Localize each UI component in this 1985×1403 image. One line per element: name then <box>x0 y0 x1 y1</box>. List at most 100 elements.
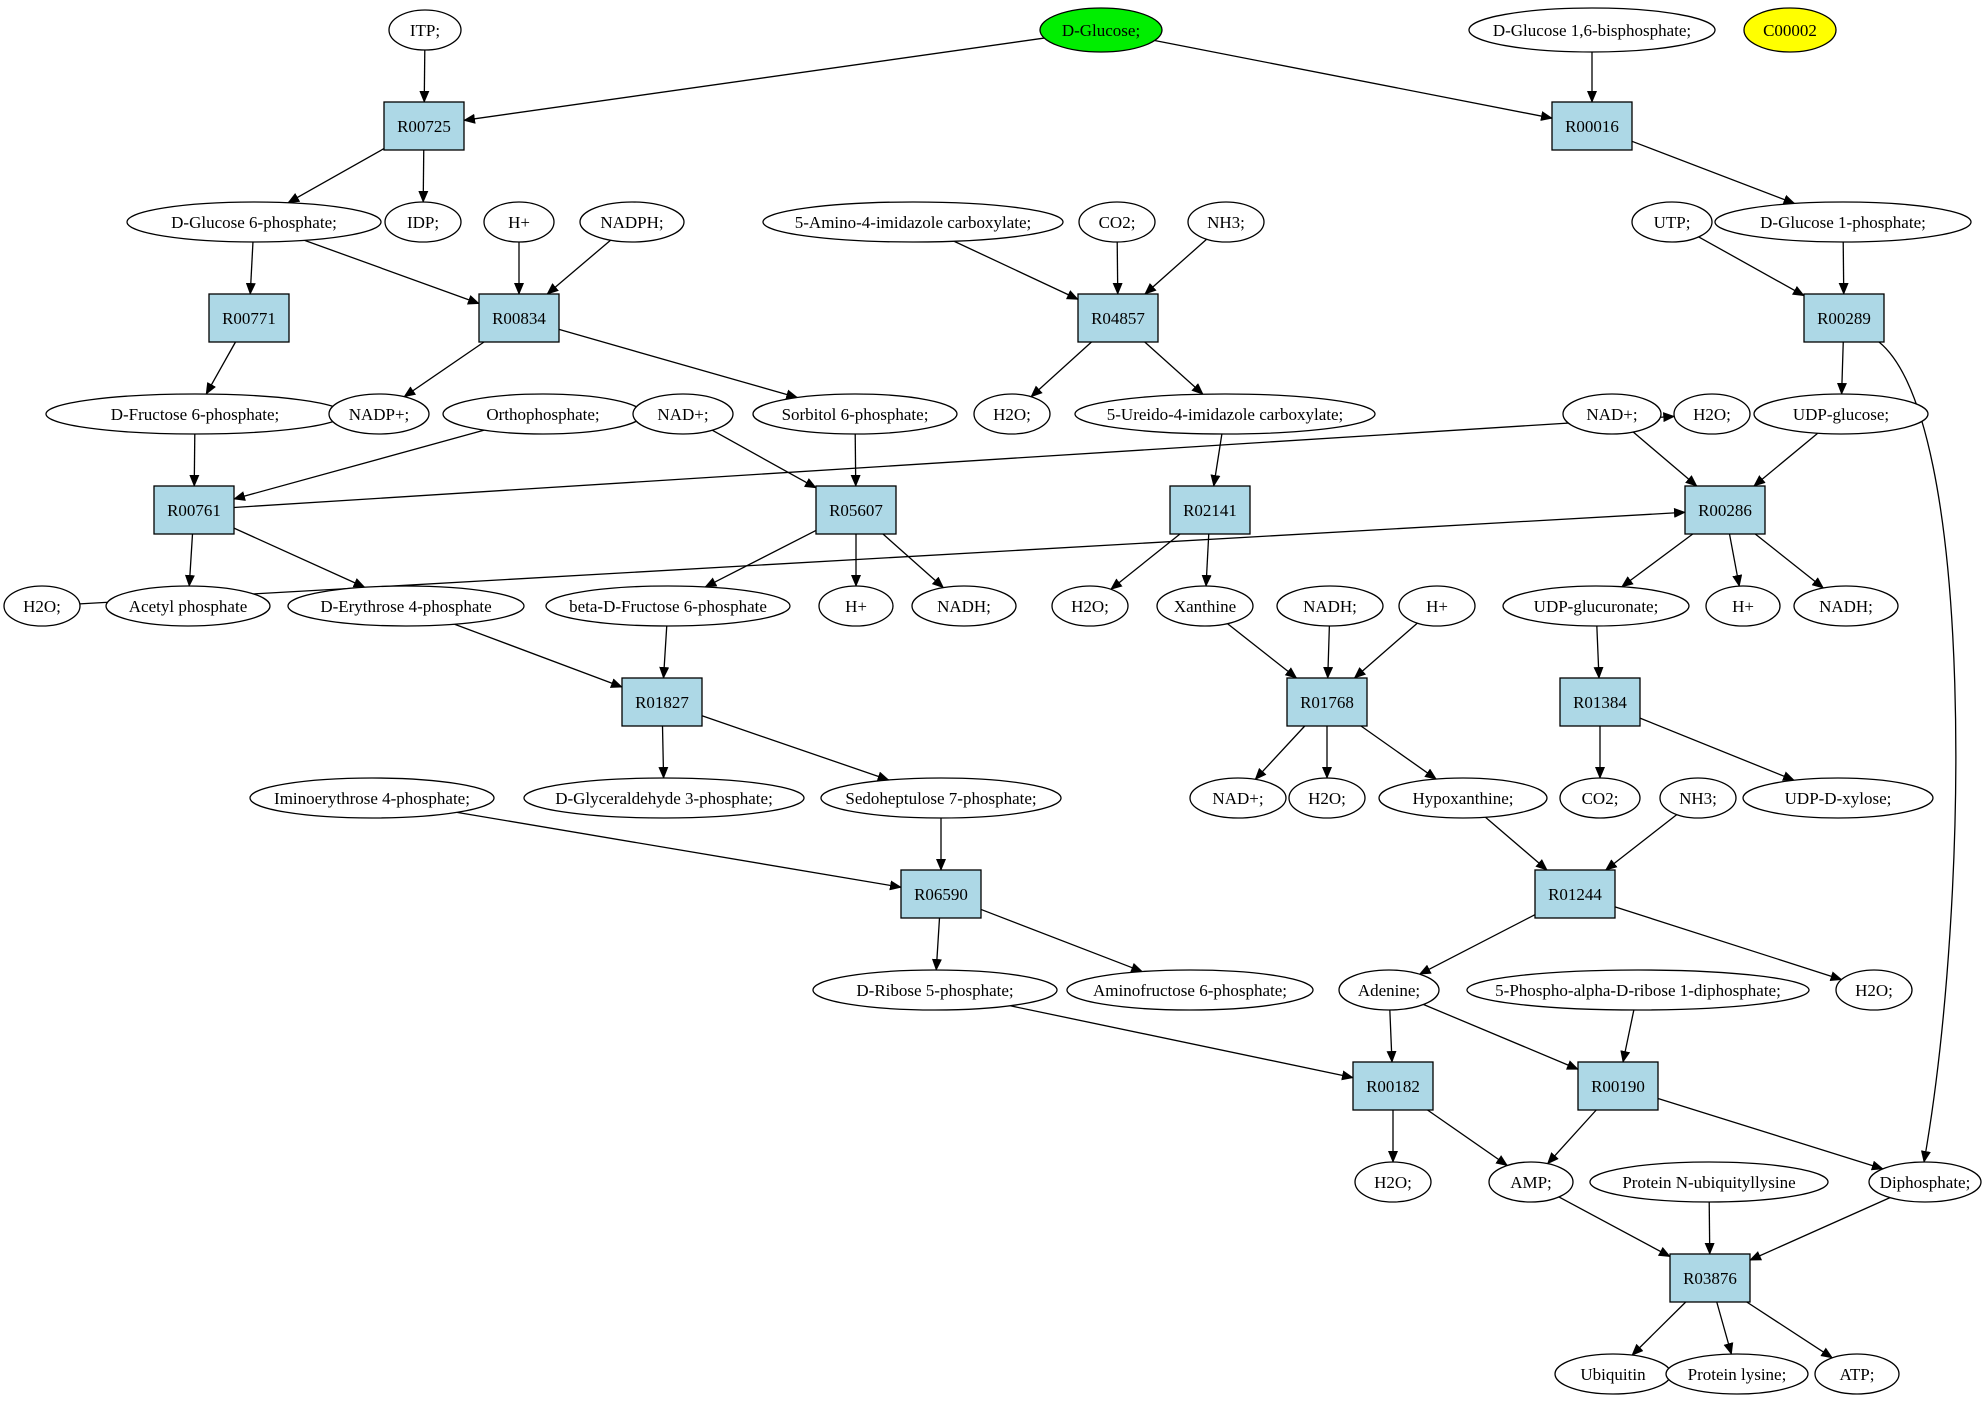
reaction-R05607[interactable]: R05607 <box>815 485 897 535</box>
reaction-R01827[interactable]: R01827 <box>621 677 703 727</box>
reaction-R00190[interactable]: R00190 <box>1577 1061 1659 1111</box>
compound-s6p[interactable]: Sorbitol 6-phosphate; <box>752 393 958 435</box>
reaction-R06590[interactable]: R06590 <box>900 869 982 919</box>
compound-ellipse <box>762 201 1064 243</box>
compound-nad1[interactable]: NAD+; <box>632 393 734 435</box>
reaction-box <box>153 485 235 535</box>
reaction-R00725[interactable]: R00725 <box>383 101 465 151</box>
compound-h2oc[interactable]: H2O; <box>3 585 81 627</box>
reaction-R01244[interactable]: R01244 <box>1534 869 1616 919</box>
compound-hplus2[interactable]: H+ <box>818 585 894 627</box>
compound-pnu[interactable]: Protein N-ubiquityllysine <box>1589 1161 1829 1203</box>
reaction-R00834[interactable]: R00834 <box>478 293 560 343</box>
compound-glc[interactable]: D-Glucose; <box>1039 7 1163 53</box>
reaction-R00761[interactable]: R00761 <box>153 485 235 535</box>
edge-nh3a-to-R04857 <box>1144 238 1208 295</box>
reaction-R00289[interactable]: R00289 <box>1803 293 1885 343</box>
compound-nadh1[interactable]: NADH; <box>911 585 1017 627</box>
compound-g1p[interactable]: D-Glucose 1-phosphate; <box>1714 201 1972 243</box>
compound-h2of[interactable]: H2O; <box>1835 969 1913 1011</box>
compound-h2oe[interactable]: H2O; <box>1288 777 1366 819</box>
compound-nadh3[interactable]: NADH; <box>1793 585 1899 627</box>
reaction-R00182[interactable]: R00182 <box>1352 1061 1434 1111</box>
compound-h2oa[interactable]: H2O; <box>973 393 1051 435</box>
reaction-R00771[interactable]: R00771 <box>208 293 290 343</box>
reaction-box <box>1577 1061 1659 1111</box>
compound-r5p[interactable]: D-Ribose 5-phosphate; <box>812 969 1058 1011</box>
compound-nh3a[interactable]: NH3; <box>1187 201 1265 243</box>
compound-e4p[interactable]: D-Erythrose 4-phosphate <box>287 585 525 627</box>
reaction-R02141[interactable]: R02141 <box>1169 485 1251 535</box>
reaction-R00286[interactable]: R00286 <box>1684 485 1766 535</box>
compound-ellipse <box>579 201 685 243</box>
compound-itp[interactable]: ITP; <box>388 9 462 51</box>
reaction-R01768[interactable]: R01768 <box>1286 677 1368 727</box>
compound-hplus4[interactable]: H+ <box>1705 585 1781 627</box>
compound-h2og[interactable]: H2O; <box>1354 1161 1432 1203</box>
compound-nadh2[interactable]: NADH; <box>1276 585 1384 627</box>
edge-R04857-to-uic <box>1144 341 1204 395</box>
edge-R00725-to-g6p <box>287 148 385 204</box>
compound-nh3b[interactable]: NH3; <box>1659 777 1737 819</box>
compound-ellipse <box>1589 1161 1829 1203</box>
compound-hyp[interactable]: Hypoxanthine; <box>1378 777 1548 819</box>
reaction-label: R00016 <box>1565 117 1619 136</box>
compound-nad3[interactable]: NAD+; <box>1189 777 1287 819</box>
edge-co2a-to-R04857 <box>1112 241 1123 295</box>
reaction-label: R00286 <box>1698 501 1752 520</box>
compound-hplus3[interactable]: H+ <box>1398 585 1476 627</box>
compound-label: NAD+; <box>1212 789 1263 808</box>
compound-uic[interactable]: 5-Ureido-4-imidazole carboxylate; <box>1074 393 1376 435</box>
compound-aic[interactable]: 5-Amino-4-imidazole carboxylate; <box>762 201 1064 243</box>
compound-utp[interactable]: UTP; <box>1631 201 1713 243</box>
compound-orthop[interactable]: Orthophosphate; <box>442 393 644 435</box>
reaction-R03876[interactable]: R03876 <box>1669 1253 1751 1303</box>
compound-g16bp[interactable]: D-Glucose 1,6-bisphosphate; <box>1468 7 1716 53</box>
compound-g6p[interactable]: D-Glucose 6-phosphate; <box>126 201 382 243</box>
compound-label: Iminoerythrose 4-phosphate; <box>274 789 470 808</box>
compound-xan[interactable]: Xanthine <box>1156 585 1254 627</box>
compound-hplus1[interactable]: H+ <box>483 201 555 243</box>
compound-ubq[interactable]: Ubiquitin <box>1554 1353 1672 1395</box>
reaction-R04857[interactable]: R04857 <box>1077 293 1159 343</box>
compound-atp[interactable]: ATP; <box>1814 1353 1900 1395</box>
reaction-R00016[interactable]: R00016 <box>1551 101 1633 151</box>
compound-acp[interactable]: Acetyl phosphate <box>105 585 271 627</box>
edge-R00190-to-dip <box>1657 1097 1884 1171</box>
compound-co2b[interactable]: CO2; <box>1559 777 1641 819</box>
compound-label: beta-D-Fructose 6-phosphate <box>569 597 767 616</box>
edge-dip-to-R03876 <box>1749 1197 1891 1261</box>
compound-udpgl[interactable]: UDP-glucuronate; <box>1502 585 1690 627</box>
compound-ie4p[interactable]: Iminoerythrose 4-phosphate; <box>249 777 495 819</box>
compound-idp[interactable]: IDP; <box>384 201 462 243</box>
compound-prpp[interactable]: 5-Phospho-alpha-D-ribose 1-diphosphate; <box>1466 969 1810 1011</box>
compound-bf6p[interactable]: beta-D-Fructose 6-phosphate <box>545 585 791 627</box>
compound-ellipse <box>820 777 1062 819</box>
compound-amp[interactable]: AMP; <box>1488 1161 1574 1203</box>
compound-h2ob[interactable]: H2O; <box>1673 393 1751 435</box>
compound-label: UDP-glucuronate; <box>1534 597 1659 616</box>
compound-gap[interactable]: D-Glyceraldehyde 3-phosphate; <box>523 777 805 819</box>
compound-udpg[interactable]: UDP-glucose; <box>1753 393 1929 435</box>
compound-nadph[interactable]: NADPH; <box>579 201 685 243</box>
reaction-R01384[interactable]: R01384 <box>1559 677 1641 727</box>
compound-label: 5-Phospho-alpha-D-ribose 1-diphosphate; <box>1495 981 1781 1000</box>
edge-g6p-to-R00771 <box>245 241 256 295</box>
compound-nadp[interactable]: NADP+; <box>328 393 430 435</box>
reaction-box <box>1534 869 1616 919</box>
compound-af6p[interactable]: Aminofructose 6-phosphate; <box>1066 969 1314 1011</box>
compound-label: NH3; <box>1207 213 1245 232</box>
compound-udpx[interactable]: UDP-D-xylose; <box>1742 777 1934 819</box>
edge-amp-to-R03876 <box>1558 1196 1671 1258</box>
compound-ellipse <box>1835 969 1913 1011</box>
compound-plys[interactable]: Protein lysine; <box>1665 1353 1809 1395</box>
compound-ade[interactable]: Adenine; <box>1338 969 1440 1011</box>
compound-co2a[interactable]: CO2; <box>1078 201 1156 243</box>
compound-h2od[interactable]: H2O; <box>1051 585 1129 627</box>
compound-s7p[interactable]: Sedoheptulose 7-phosphate; <box>820 777 1062 819</box>
compound-dip[interactable]: Diphosphate; <box>1868 1161 1982 1203</box>
compound-c00002[interactable]: C00002 <box>1743 7 1837 53</box>
compound-nad2[interactable]: NAD+; <box>1562 393 1662 435</box>
compound-ellipse <box>287 585 525 627</box>
compound-f6p[interactable]: D-Fructose 6-phosphate; <box>45 393 345 435</box>
